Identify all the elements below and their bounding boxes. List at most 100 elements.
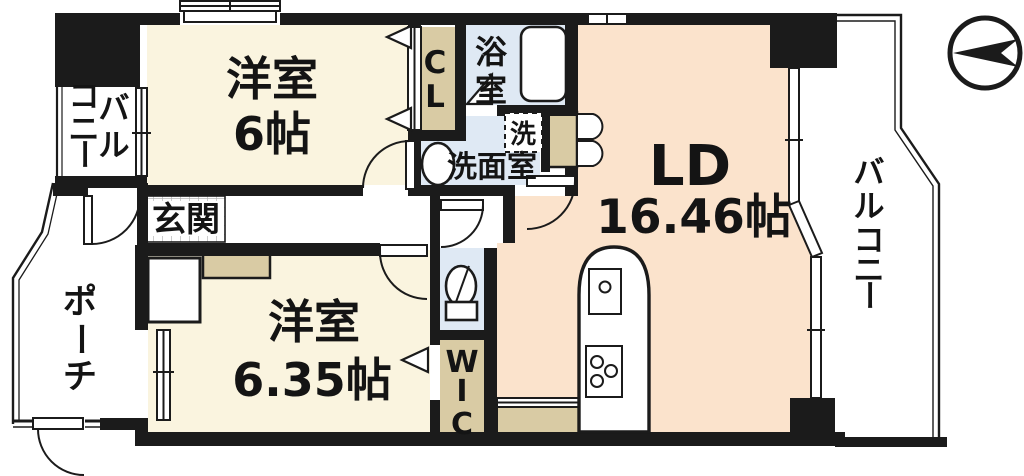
labels: 洋室 6帖 洋室 6.35帖 LD 16.46帖 玄関 洗面室 洗 浴 室 C … [60, 33, 886, 442]
wall [135, 245, 148, 330]
wall [137, 243, 380, 256]
bedroom1-door-arc [362, 140, 411, 189]
balcony-left-char: ー [65, 139, 101, 170]
doors [32, 24, 604, 476]
wall [627, 13, 770, 25]
wic-label-char: W [445, 345, 478, 380]
bedroom2-size: 6.35帖 [232, 353, 392, 407]
balcony-right-char: ル [854, 189, 885, 225]
bedroom2-door-arc [379, 251, 428, 300]
balcony-left-char: コ [69, 79, 100, 115]
wic-floor [440, 340, 484, 432]
ld-closet-door-leaf [576, 140, 604, 167]
stove-burner [590, 355, 604, 369]
wall [408, 130, 466, 141]
cl-door-marker [384, 106, 413, 132]
wall [137, 183, 148, 245]
entrance-label: 玄関 [152, 200, 220, 240]
ld-closet-floor [546, 110, 579, 169]
balcony-right-floor [837, 15, 939, 437]
wall-bottom [135, 432, 845, 446]
bedroom2-door-leaf [379, 244, 428, 257]
entry-door-arc [91, 195, 141, 245]
washroom-label: 洗面室 [447, 150, 537, 185]
ld-window-corner [787, 199, 824, 259]
balcony-left-char: ニ [69, 112, 100, 148]
bath-folding-door [464, 72, 494, 106]
wall [565, 13, 578, 112]
balcony-left-floor [57, 87, 147, 176]
bath-label-char: 室 [475, 71, 507, 109]
exterior-outlines [11, 13, 941, 437]
wic-label-char: C [451, 407, 473, 442]
wall [408, 13, 421, 27]
wall-balcony-bottom [835, 437, 947, 447]
porch-outline-inner [18, 184, 60, 420]
room-floors [13, 15, 939, 438]
wall [147, 185, 363, 196]
wall [430, 330, 497, 340]
bedroom1-label: 洋室 [226, 52, 318, 106]
balcony-right-outline [837, 13, 941, 437]
bedroom1-floor [147, 25, 408, 185]
porch-label-char: ポ [63, 282, 97, 322]
wall [497, 105, 578, 116]
entry-door-leaf [83, 195, 93, 245]
entrance-label-bg [148, 201, 224, 236]
ld-window-upper [788, 67, 800, 206]
wall [430, 196, 440, 345]
wall [280, 13, 588, 25]
north-arrow-icon [947, 15, 1023, 91]
wall [135, 418, 148, 434]
stove-burner [604, 364, 618, 378]
porch-door-arc [37, 428, 85, 476]
ld-door-arc [526, 180, 576, 230]
fixtures [146, 25, 651, 434]
ld-window-lower [810, 256, 822, 399]
wall [430, 400, 440, 432]
balcony-right-char: バ [854, 155, 885, 191]
porch-door-leaf [32, 417, 84, 430]
balcony-right-char: ニ [854, 253, 885, 289]
living-dining-label: LD [649, 134, 731, 199]
windows [132, 0, 825, 421]
compass-needle [953, 39, 1018, 67]
bath-label-char: 浴 [475, 33, 508, 71]
wall [455, 105, 465, 116]
balcony-right-outline-inner [837, 20, 934, 437]
wall [541, 107, 550, 172]
closet-cl-floor [421, 27, 455, 130]
porch-label-char: ー [60, 322, 100, 356]
porch-label-char: チ [63, 357, 97, 397]
bedroom2-label: 洋室 [268, 295, 360, 349]
balcony-right-char: ー [850, 280, 886, 311]
wall-pillar [770, 13, 837, 68]
wic-label-char: I [456, 374, 467, 409]
stove-burner [590, 374, 604, 388]
wash-basin [420, 141, 456, 187]
wall [53, 183, 88, 196]
wic-door-marker [399, 346, 430, 374]
living-dining-floor [497, 25, 816, 432]
wall-pillar [790, 398, 835, 438]
toilet-lid-line [455, 265, 470, 303]
cl-label-char: C [424, 45, 447, 81]
bedroom2-storage-box [146, 256, 202, 324]
wc-door-leaf [440, 199, 484, 211]
washing-machine [504, 112, 543, 153]
living-dining-size: 16.46帖 [596, 190, 792, 245]
wc-door-arc [440, 204, 484, 248]
bedroom1-door-leaf [405, 140, 416, 190]
toilet-tank [444, 300, 479, 322]
cl-label-char: L [425, 79, 445, 115]
ld-closet-door-leaf [576, 113, 604, 140]
porch-outline [11, 182, 55, 424]
cl-door-marker [384, 24, 413, 50]
wall [100, 418, 137, 430]
wall [455, 13, 466, 141]
wall-block [55, 13, 140, 87]
bay-window-sill [183, 10, 277, 23]
wall [408, 185, 515, 196]
balcony-right-char: コ [854, 223, 885, 259]
